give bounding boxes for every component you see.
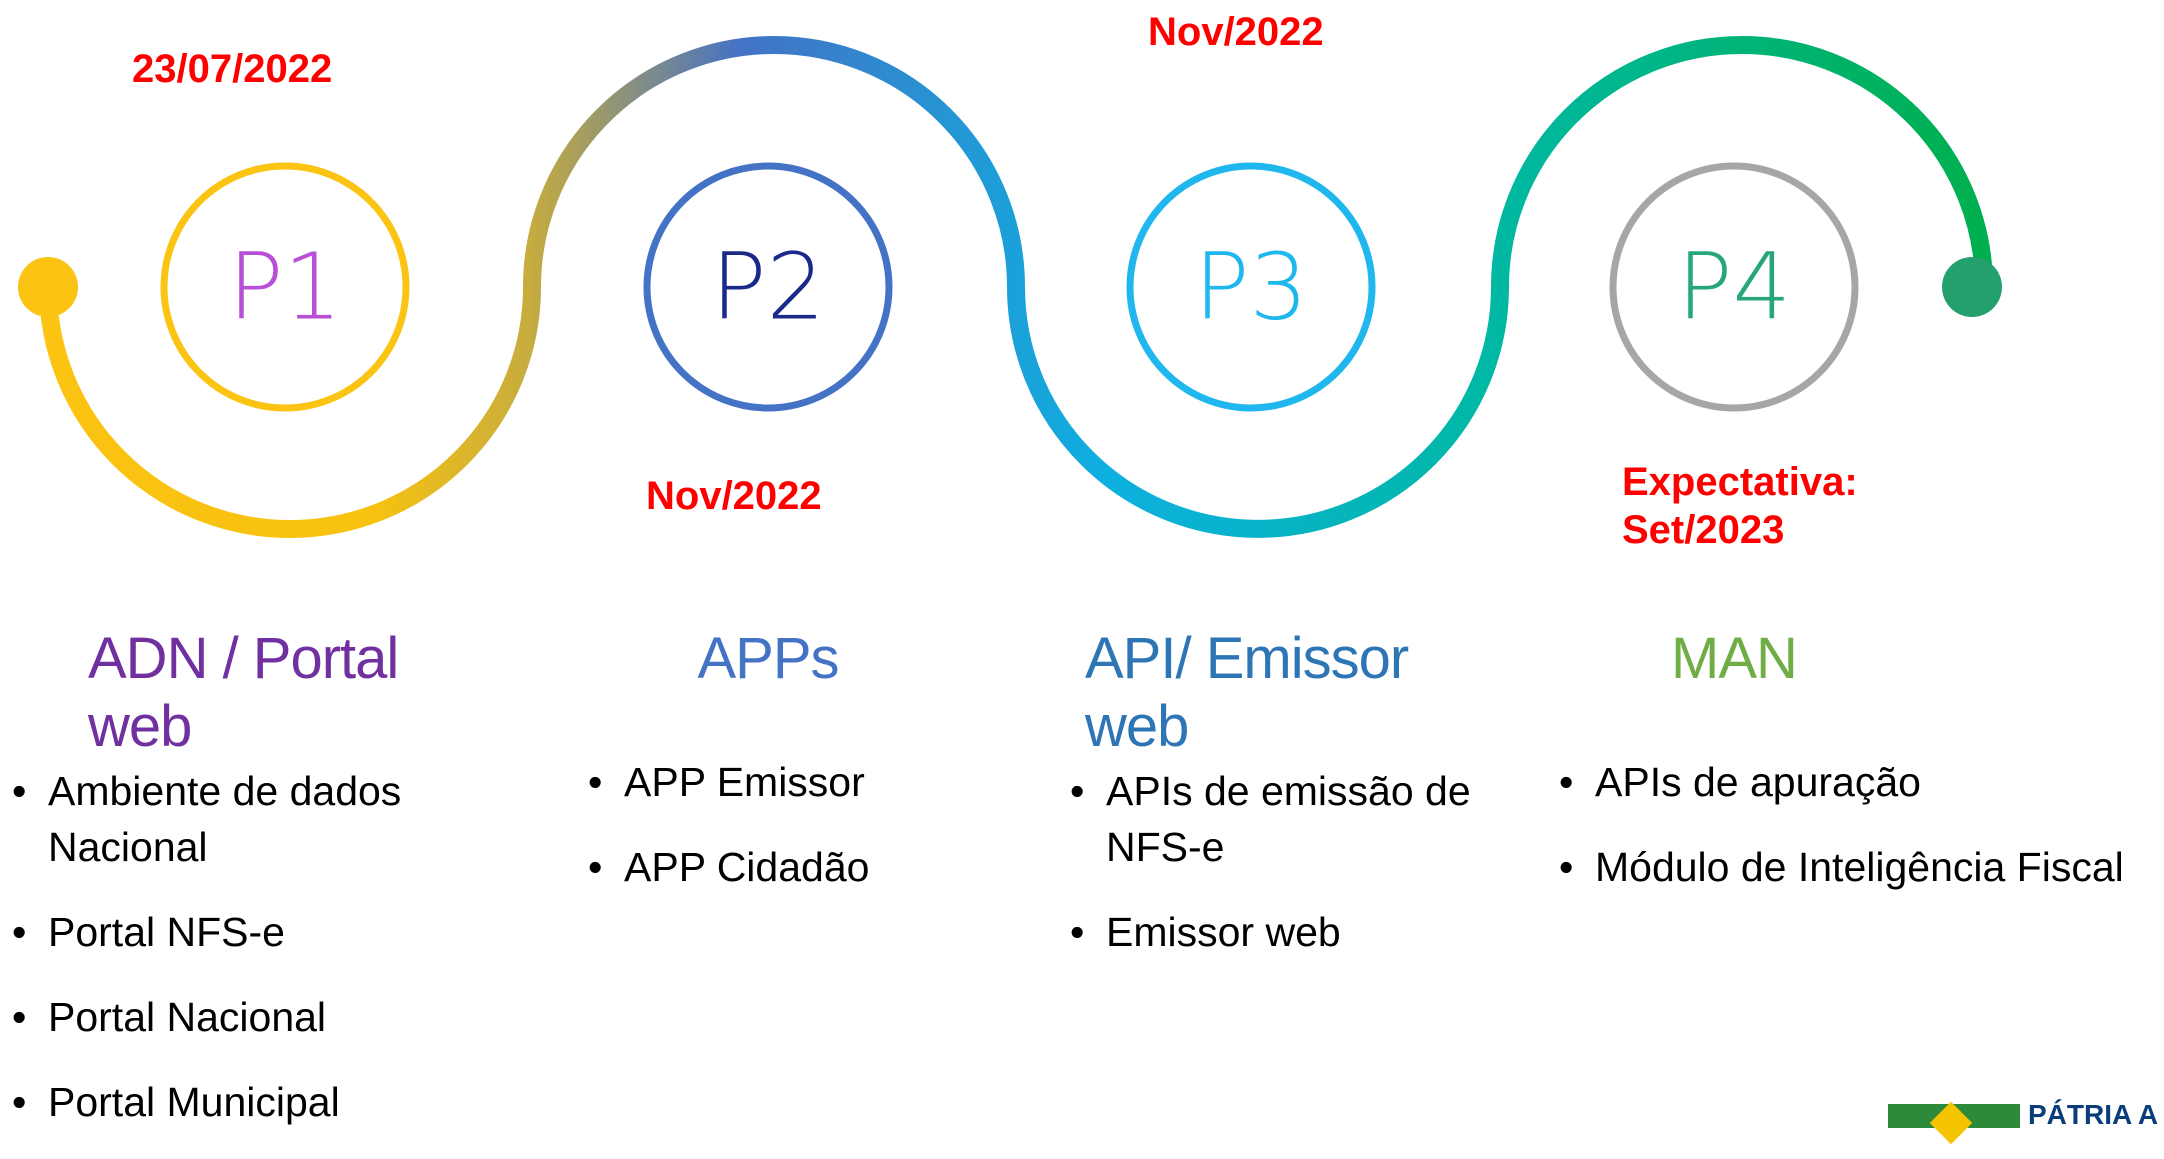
phase-p4-date-line-2: Set/2023 [1622, 508, 1785, 552]
footer-logo: PÁTRIA A [1888, 1099, 2164, 1134]
list-item: Emissor web [1070, 904, 1510, 960]
phase-p2: P2 [643, 162, 893, 412]
timeline-diagram: P1 P2 P3 P4 [18, 36, 2002, 538]
phase-p1: P1 [160, 162, 410, 412]
phase-p2-date-line: Nov/2022 [646, 474, 822, 518]
phase-p3-date: Nov/2022 [1148, 8, 1324, 56]
phase-p3-title: API/ Emissor web [1085, 626, 1409, 759]
phase-p3-label: P3 [1194, 234, 1308, 341]
phase-p4-ring [1609, 162, 1859, 412]
timeline-end-dot [1942, 257, 2002, 317]
list-item: APP Cidadão [588, 839, 928, 895]
phase-p1-label: P1 [228, 234, 342, 341]
timeline-curve [39, 36, 1993, 538]
flag-icon [1888, 1104, 2020, 1128]
timeline-start-dot [18, 257, 78, 317]
phase-p1-title: ADN / Portal web [88, 626, 399, 759]
phase-p2-items: APP Emissor APP Cidadão [588, 754, 928, 924]
phase-p1-ring [160, 162, 410, 412]
list-item: Portal NFS-e [12, 904, 432, 960]
phase-p2-title: APPs [697, 626, 839, 691]
list-item: Ambiente de dados Nacional [12, 763, 432, 875]
list-item: APIs de emissão de NFS-e [1070, 763, 1510, 875]
phase-p4-date: Expectativa: Set/2023 [1622, 458, 1858, 554]
phase-p1-items: Ambiente de dados Nacional Portal NFS-e … [12, 763, 432, 1159]
list-item: Portal Municipal [12, 1074, 432, 1130]
phase-p3-items: APIs de emissão de NFS-e Emissor web [1070, 763, 1510, 989]
phase-p1-date-line: 23/07/2022 [132, 47, 333, 91]
phase-p4-label: P4 [1677, 234, 1791, 341]
list-item: APIs de apuração [1559, 754, 2159, 810]
phase-p2-date: Nov/2022 [646, 472, 822, 520]
phase-p4-items: APIs de apuração Módulo de Inteligência … [1559, 754, 2159, 924]
phase-p3-date-line: Nov/2022 [1148, 10, 1324, 54]
phase-p2-ring [643, 162, 893, 412]
list-item: APP Emissor [588, 754, 928, 810]
phase-p3-ring [1126, 162, 1376, 412]
phase-p4: P4 [1609, 162, 1859, 412]
list-item: Portal Nacional [12, 989, 432, 1045]
phase-p1-date: 23/07/2022 [132, 45, 332, 93]
footer-logo-text: PÁTRIA A [2028, 1099, 2159, 1130]
phase-p4-title: MAN [1671, 626, 1798, 691]
phase-p4-date-line-1: Expectativa: [1622, 460, 1858, 504]
phase-p2-label: P2 [711, 234, 825, 341]
phase-p3: P3 [1126, 162, 1376, 412]
list-item: Módulo de Inteligência Fiscal [1559, 839, 2159, 895]
